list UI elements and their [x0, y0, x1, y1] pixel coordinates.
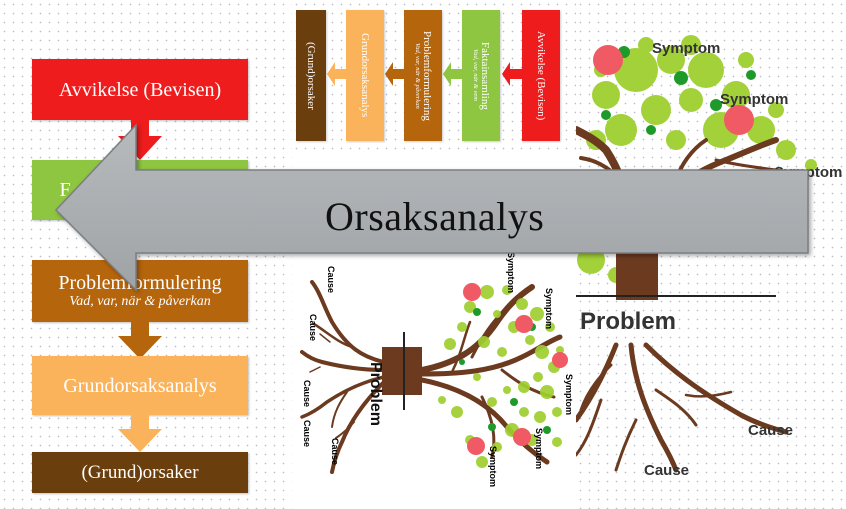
- right-cause-1: Cause: [748, 422, 794, 439]
- right-symptom-3: Symptom: [774, 164, 843, 181]
- flow-step-factfinding-label: F: [59, 179, 71, 201]
- flow-step-deviation: Avvikelse (Bevisen): [32, 59, 248, 120]
- flow-step-rootcause-analysis-label: Grundorsaksanalys: [63, 374, 217, 397]
- flow-arrow-3: [118, 322, 162, 359]
- center-symptom-dot-1: [463, 283, 481, 301]
- vflow-arrow-1: [502, 62, 522, 86]
- orsaksanalys-arrow-label: Orsaksanalys: [325, 194, 545, 239]
- right-symptom-dot-2: [724, 105, 754, 135]
- center-symptom-dot-5: [467, 437, 485, 455]
- flow-step-problem-label: Problemformulering: [58, 272, 222, 294]
- center-trunk: [382, 347, 422, 395]
- center-cause-2: Cause: [308, 314, 318, 342]
- center-symptom-2: Symptom: [544, 288, 554, 330]
- vflow-causes: (Grund)orsaker: [296, 10, 326, 141]
- vflow-problem-sub: Vad, var, när & påverkan: [414, 42, 421, 109]
- vflow-arrow-2: [443, 62, 463, 86]
- vflow-arrow-4: [327, 62, 347, 86]
- vertical-flow-panel: Avvikelse (Bevisen) Faktainsamling Vad, …: [292, 0, 576, 152]
- center-tree-panel: Problem Cause Cause Cause Cause Cause Sy…: [292, 252, 580, 509]
- vflow-factfinding: Faktainsamling Vad, var, när & vem: [462, 10, 500, 141]
- flow-step-causes-label: (Grund)orsaker: [81, 461, 199, 483]
- center-symptom-1: Symptom: [506, 252, 516, 294]
- center-symptom-dot-2: [515, 315, 533, 333]
- right-trunk: [616, 250, 658, 300]
- vflow-deviation: Avvikelse (Bevisen): [522, 10, 560, 141]
- flow-step-problem: Problemformulering Vad, var, när & påver…: [32, 260, 248, 322]
- vflow-deviation-label: Avvikelse (Bevisen): [535, 30, 547, 121]
- vflow-problem: Problemformulering Vad, var, när & påver…: [404, 10, 442, 141]
- center-symptom-4: Symptom: [534, 428, 544, 470]
- right-symptom-dot-1: [593, 45, 623, 75]
- flow-step-problem-sub: Vad, var, när & påverkan: [69, 294, 211, 309]
- center-symptom-5: Symptom: [488, 446, 498, 488]
- center-cause-4: Cause: [302, 420, 312, 448]
- right-tree-panel: Symptom Symptom Symptom Problem Cause Ca…: [576, 0, 846, 509]
- vflow-problem-label: Problemformulering: [421, 30, 433, 121]
- right-cause-2: Cause: [644, 462, 690, 479]
- center-trunk-label: Problem: [367, 362, 384, 427]
- flow-step-deviation-label: Avvikelse (Bevisen): [58, 78, 222, 101]
- flow-step-factfinding: F: [32, 160, 248, 220]
- flow-step-rootcause-analysis: Grundorsaksanalys: [32, 356, 248, 415]
- center-symptom-dot-4: [513, 428, 531, 446]
- right-symptom-2: Symptom: [720, 91, 789, 108]
- vflow-factfinding-sub: Vad, var, när & vem: [472, 49, 479, 102]
- center-cause-1: Cause: [326, 266, 336, 294]
- right-problem-label: Problem: [580, 308, 677, 335]
- vflow-causes-label: (Grund)orsaker: [305, 41, 317, 110]
- vflow-rootcause-analysis-label: Grundorsaksanalys: [359, 33, 371, 118]
- vflow-rootcause-analysis: Grundorsaksanalys: [346, 10, 384, 141]
- vflow-arrow-3: [385, 62, 405, 86]
- center-symptom-3: Symptom: [564, 374, 574, 416]
- center-tree-graphic: [300, 280, 568, 474]
- right-tree-graphic: [576, 35, 817, 473]
- vflow-factfinding-label: Faktainsamling: [479, 41, 491, 110]
- left-flow-panel: Avvikelse (Bevisen) F Problemformulering…: [0, 0, 292, 509]
- center-symptom-dot-3: [552, 352, 568, 368]
- flow-arrow-1: [118, 120, 162, 160]
- flow-step-causes: (Grund)orsaker: [32, 452, 248, 493]
- right-symptom-1: Symptom: [652, 40, 721, 57]
- flow-arrow-4: [118, 415, 162, 452]
- center-cause-5: Cause: [330, 438, 340, 466]
- center-cause-3: Cause: [302, 380, 312, 408]
